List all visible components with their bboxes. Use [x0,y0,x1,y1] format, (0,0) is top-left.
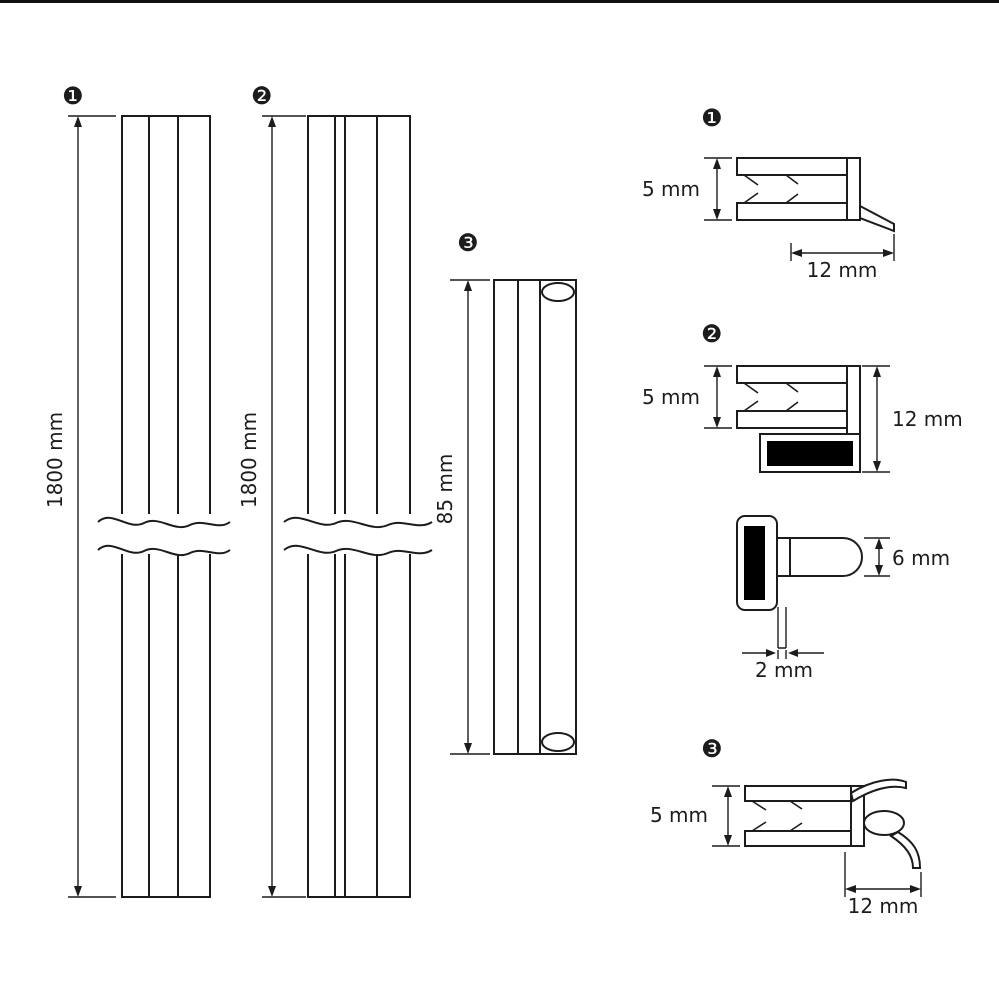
detail-2-bulb-dimension [864,537,890,577]
detail-3-width-dimension [844,852,922,897]
detail-3-height-dimension [712,785,740,847]
detail-3-height-label: 5 mm [650,803,708,827]
profile-2-badge: ❷ [251,82,273,110]
detail-2-top-profile [736,515,863,649]
magnet-strip [767,441,853,466]
profile-2: ❷ 1800 mm [237,82,435,898]
profile-1-strip [97,115,235,898]
grip-fins [751,800,803,832]
break-line-top [97,516,231,528]
bulb-end-bottom [541,732,575,752]
profile-3-length-label: 85 mm [433,454,457,525]
break-line-top [283,516,433,528]
profile-2-dimension [262,115,306,898]
detail-2-fin-dimension [742,649,824,659]
break-line-bottom [97,544,231,556]
detail-2-overall-dimension [862,365,890,473]
detail-1: ❶ 5 mm 12 mm [642,104,895,282]
profile-1-dimension [68,115,116,898]
detail-2: ❷ 5 mm 12 mm [642,320,963,682]
detail-2-badge: ❷ [701,320,723,348]
detail-2-height-dimension [704,365,732,429]
magnet-strip-top-view [744,526,765,600]
detail-1-badge: ❶ [701,104,723,132]
detail-2-overall-label: 12 mm [892,407,963,431]
clamp-bulb [776,537,863,577]
detail-1-width-label: 12 mm [807,258,878,282]
grip-fins [743,382,799,412]
profile-3-badge: ❸ [457,229,479,257]
profile-1-badge: ❶ [62,82,84,110]
detail-3-width-label: 12 mm [848,894,919,918]
detail-1-height-dimension [704,157,732,221]
detail-3: ❸ 5 mm 12 mm [650,735,922,918]
detail-2-side-profile [736,365,861,473]
profile-3: ❸ 85 mm [433,229,577,755]
top-flap [849,778,907,803]
detail-2-fin-label: 2 mm [755,658,813,682]
profile-1-length-label: 1800 mm [43,412,67,508]
profile-3-dimension [450,279,490,755]
profile-2-strip [283,115,435,898]
detail-2-bulb-label: 6 mm [892,546,950,570]
top-border [0,0,999,3]
bulb-end-top [541,282,575,302]
detail-3-badge: ❸ [701,735,723,763]
profile-2-length-label: 1800 mm [237,412,261,508]
profile-1: ❶ 1800 mm [43,82,235,898]
detail-1-profile [736,157,895,233]
detail-2-height-label: 5 mm [642,385,700,409]
fin [777,607,787,649]
lip-flap [859,204,895,233]
detail-1-width-dimension [790,234,895,261]
detail-1-height-label: 5 mm [642,177,700,201]
grip-fins [743,174,799,204]
detail-3-profile [744,778,922,869]
bubble-seal [863,810,905,836]
drip-tail [889,830,922,869]
profile-3-strip [493,279,577,755]
break-line-bottom [283,544,433,556]
